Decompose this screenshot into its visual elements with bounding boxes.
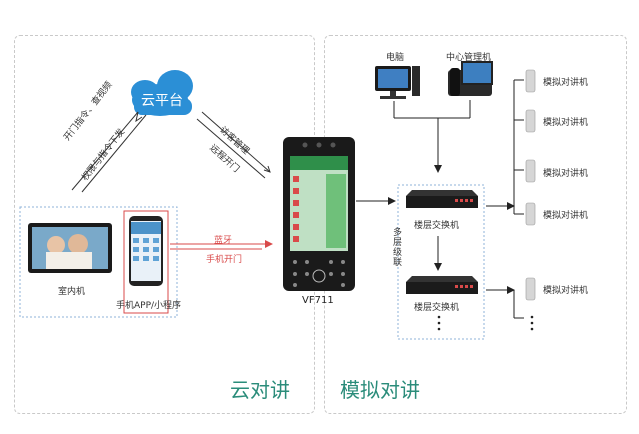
intercom-label-3: 模拟对讲机 (543, 169, 589, 179)
floor-switch-2-icon (406, 276, 478, 294)
phone-app-label: 手机APP/小程序 (116, 301, 182, 311)
cloud-platform-label: 云平台 (141, 93, 183, 109)
intercom-label-2: 模拟对讲机 (543, 118, 589, 128)
phone-icon (129, 216, 163, 286)
cascade-label: 多层级联 (393, 228, 403, 268)
vf711-label: VF711 (302, 295, 334, 306)
cloud-icon (131, 70, 193, 116)
indoor-unit-label: 室内机 (58, 287, 86, 297)
phone-highlight-box (123, 210, 169, 314)
section-title-analog-intercom: 模拟对讲 (340, 378, 420, 402)
computer-icon (375, 66, 420, 99)
pc-mgmt-connector (393, 100, 471, 173)
cloud-to-vf-arrow (196, 111, 271, 179)
computer-label: 电脑 (386, 53, 405, 63)
floor-switch-1-label: 楼层交换机 (414, 221, 460, 231)
bluetooth-label: 蓝牙 (214, 236, 233, 246)
intercom-label-1: 模拟对讲机 (543, 78, 589, 88)
management-label: 中心管理机 (446, 53, 492, 63)
more-intercoms-dots (530, 315, 534, 331)
floor-switch-2-label: 楼层交换机 (414, 303, 460, 313)
intercom-handset-icon (525, 69, 536, 301)
indoor-monitor-icon (28, 223, 112, 273)
switch-group-box (397, 184, 485, 340)
intercom-label-5: 模拟对讲机 (543, 286, 589, 296)
vf711-terminal-icon (283, 137, 355, 291)
indoor-group-box (19, 206, 178, 318)
section-title-cloud-intercom: 云对讲 (230, 378, 290, 402)
phone-open-label: 手机开门 (206, 255, 243, 265)
management-terminal-icon (448, 61, 493, 96)
more-switches-dots (437, 315, 441, 331)
cloud-to-indoor-arrow (71, 111, 147, 193)
switch2-intercom-tree (486, 286, 524, 319)
intercom-label-4: 模拟对讲机 (543, 211, 589, 221)
switch1-intercom-tree (486, 79, 524, 215)
floor-switch-1-icon (406, 190, 478, 208)
